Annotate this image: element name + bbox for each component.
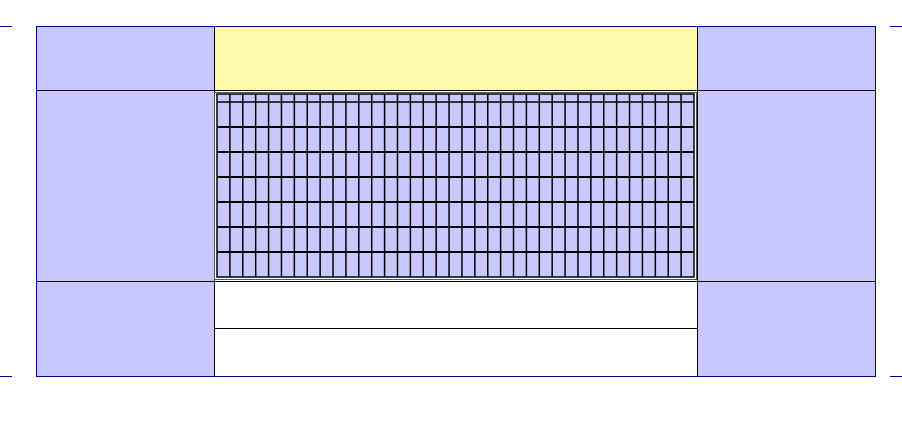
right-top-tick xyxy=(890,26,902,27)
left-bottom-tick xyxy=(0,376,12,377)
header-band xyxy=(214,27,697,90)
left-panel-top xyxy=(36,27,214,90)
left-panel-bottom xyxy=(36,281,214,376)
left-panel-middle xyxy=(36,90,214,281)
left-top-tick xyxy=(0,26,12,27)
grid-outer-border xyxy=(214,92,697,280)
right-panel-bottom xyxy=(697,281,876,376)
right-panel-middle xyxy=(697,90,876,281)
white-row-upper xyxy=(214,281,697,328)
right-bottom-tick xyxy=(890,376,902,377)
grid-fill xyxy=(216,93,695,278)
top-frame-line xyxy=(36,26,876,27)
bottom-frame-line xyxy=(36,376,876,377)
right-panel-top xyxy=(697,27,876,90)
grid-lattice xyxy=(214,92,697,280)
white-row-lower xyxy=(214,328,697,376)
